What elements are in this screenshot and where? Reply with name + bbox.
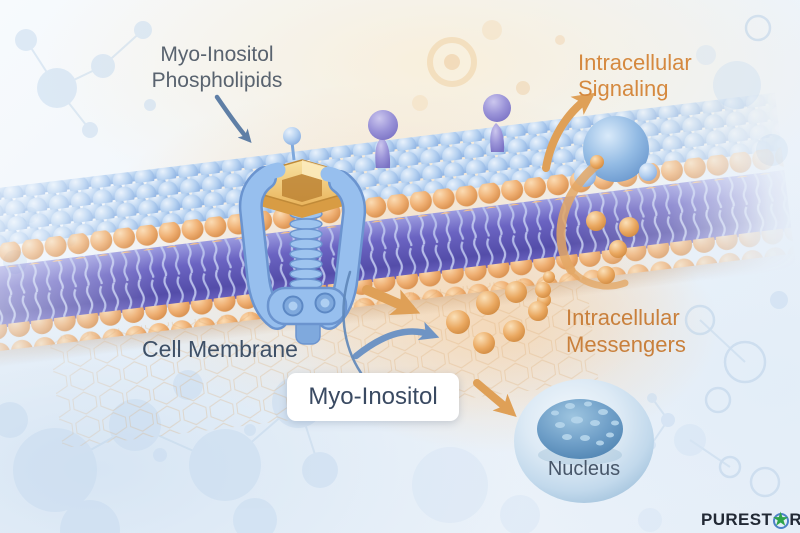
myo-inositol-callout-box: Myo-Inositol xyxy=(287,373,459,421)
label-myo-inositol-phospholipids: Myo-Inositol Phospholipids xyxy=(126,42,308,94)
label-intracellular-signaling: Intracellular Signaling xyxy=(578,50,692,102)
background-orange-rings xyxy=(412,20,565,111)
logo-text-suffix: R xyxy=(789,510,800,529)
arrow-myoinositol-to-messengers xyxy=(352,321,440,360)
label-line-1: Intracellular xyxy=(578,50,692,75)
arrow-to-nucleus xyxy=(473,379,517,417)
arrow-membrane-to-messengers xyxy=(362,285,421,316)
receptor-purple-2 xyxy=(483,94,511,152)
label-line-2: Phospholipids xyxy=(151,69,283,92)
arrows xyxy=(214,92,596,417)
label-line-1: Myo-Inositol xyxy=(160,43,274,66)
antenna-ball xyxy=(283,127,301,145)
label-cell-membrane: Cell Membrane xyxy=(142,336,298,362)
label-line-2: Messengers xyxy=(566,332,686,357)
messenger-path xyxy=(556,158,629,290)
line-box-to-protein xyxy=(342,270,363,375)
protein-channel xyxy=(238,127,367,345)
receptor-purple-1 xyxy=(368,110,398,168)
label-line-2: Signaling xyxy=(578,76,669,101)
purestar-logo: PUREST★R xyxy=(701,510,800,530)
logo-text-prefix: PUREST xyxy=(700,510,773,529)
messenger-dots xyxy=(446,155,639,354)
label-intracellular-messengers: Intracellular Messengers xyxy=(566,304,686,358)
logo-star-icon: ★ xyxy=(772,510,789,530)
logo-star-ring xyxy=(772,512,789,529)
nucleus-graphic xyxy=(514,379,654,503)
label-nucleus: Nucleus xyxy=(547,458,621,480)
label-line-1: Intracellular xyxy=(566,305,680,330)
arrow-label-to-protein xyxy=(214,94,252,144)
arrow-signaling xyxy=(542,92,596,172)
logo-star-glyph: ★ xyxy=(772,510,789,529)
